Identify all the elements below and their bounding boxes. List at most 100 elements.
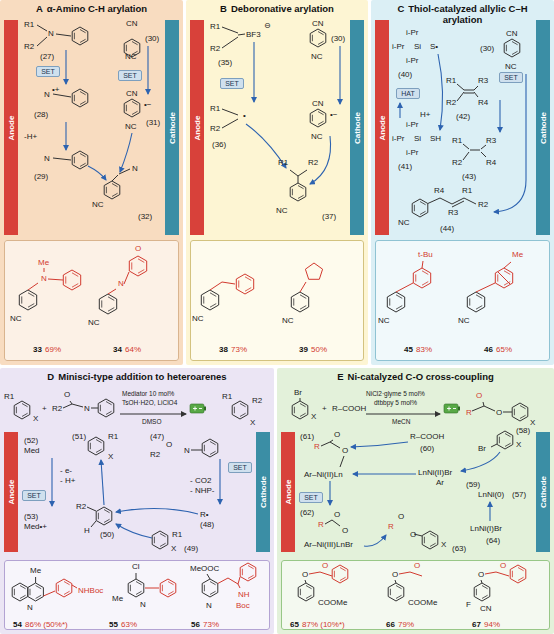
- compound-number: (43): [462, 172, 476, 181]
- chem-label: +: [42, 404, 47, 413]
- bond-line: [452, 198, 464, 204]
- chem-label: NiCl2·glyme 5 mol%: [366, 390, 425, 398]
- bond-line: [481, 152, 486, 157]
- reaction-arrow: [116, 508, 198, 514]
- chem-label: Ar: [436, 478, 444, 487]
- anode-bar: Anode: [375, 20, 389, 235]
- chem-label: - CO2: [190, 476, 211, 485]
- chem-label: O: [322, 561, 328, 570]
- electrode-label: Anode: [7, 480, 16, 505]
- double-bond: [520, 415, 526, 418]
- double-bond: [210, 304, 216, 308]
- double-bond: [132, 111, 138, 114]
- battery-icon: [444, 404, 458, 413]
- bond-line: [37, 37, 47, 46]
- double-bond: [248, 566, 254, 569]
- double-bond: [160, 543, 166, 546]
- compound-number: 55: [109, 620, 118, 629]
- bond-line: [63, 404, 72, 408]
- panel-ground: [0, 368, 274, 634]
- panel-ground: [371, 0, 554, 365]
- reaction-arrow: [329, 481, 330, 505]
- reaction-arrow: [101, 460, 104, 505]
- chem-label: i-Pr: [406, 148, 418, 157]
- panel-title: Thiol-catalyzed allylic C–H arylation: [408, 3, 527, 25]
- product-box: 6587% (10%*)6679%6794%: [281, 560, 550, 630]
- double-bond: [420, 202, 426, 205]
- benzene-ring: [332, 565, 348, 583]
- reaction-arrow: [65, 50, 66, 84]
- compound-number: (60): [420, 444, 434, 453]
- double-bond: [58, 585, 59, 591]
- step-label: SET: [504, 74, 518, 81]
- bond-line: [300, 282, 306, 292]
- panel-ground: [186, 0, 368, 365]
- double-bond: [64, 591, 70, 594]
- chem-label: N: [132, 164, 138, 173]
- chem-label: X: [516, 440, 521, 449]
- benzene-ring: [128, 579, 144, 597]
- compound-number: 34: [113, 345, 122, 354]
- electrode-label: Cathode: [259, 476, 268, 508]
- panel-ground: [0, 0, 183, 365]
- bond-line: [91, 521, 96, 527]
- double-bond: [422, 282, 428, 286]
- chem-label: TsOH·H2O, LiClO4: [122, 399, 177, 407]
- chem-label: F: [466, 600, 471, 609]
- step-box: SET: [22, 490, 46, 501]
- reaction-arrow: [351, 442, 408, 447]
- chem-label: i-Pr: [406, 56, 418, 65]
- chem-label: R2: [452, 158, 462, 167]
- product-ground: [375, 240, 550, 361]
- chem-label: R2: [252, 396, 262, 405]
- double-bond: [518, 577, 524, 580]
- double-bond: [505, 443, 511, 446]
- bond-line: [491, 444, 497, 447]
- chem-label: NC: [311, 132, 323, 141]
- reaction-arrow: [65, 122, 66, 150]
- benzene-ring: [413, 268, 430, 288]
- double-bond: [504, 271, 510, 275]
- benzene-ring: [12, 583, 28, 601]
- chem-label: LnNi(I)Br: [470, 524, 502, 533]
- double-bond: [29, 589, 30, 595]
- bond-line: [503, 412, 512, 413]
- chem-label: dtbbpy 5 mol%: [374, 399, 417, 407]
- compound-number: (40): [398, 70, 412, 79]
- chem-label: Ar–Ni(II)Ln: [304, 470, 343, 479]
- double-bond: [506, 45, 507, 51]
- double-bond: [28, 304, 34, 308]
- benzene-ring: [388, 583, 404, 601]
- compound-number: (27): [40, 52, 54, 61]
- chem-label: R–COOH: [332, 404, 366, 413]
- bond-line: [320, 572, 332, 576]
- benzene-ring: [310, 109, 326, 127]
- chem-label: O: [392, 570, 398, 579]
- chem-label: NC: [505, 62, 517, 71]
- bond-line: [91, 408, 98, 409]
- bond-line: [399, 572, 410, 574]
- electrode-label: Anode: [284, 480, 293, 505]
- chem-label: R2: [210, 44, 220, 53]
- bond-line: [48, 279, 63, 280]
- chem-label: R2: [76, 502, 86, 511]
- chem-label: O: [410, 530, 416, 539]
- chem-label: R: [388, 522, 394, 531]
- chem-label: NC: [378, 316, 390, 325]
- chem-label: R1: [452, 136, 462, 145]
- double-bond: [238, 280, 239, 287]
- benzene-ring: [98, 399, 114, 417]
- chem-label: R1: [278, 158, 288, 167]
- bond-line: [483, 402, 484, 406]
- double-bond: [72, 273, 78, 277]
- compound-number: (41): [398, 162, 412, 171]
- double-bond: [306, 586, 312, 589]
- double-bond: [420, 211, 426, 214]
- chem-label: CN: [480, 604, 492, 613]
- double-bond: [20, 586, 26, 589]
- double-bond: [389, 298, 390, 305]
- compound-number: 54: [13, 620, 22, 629]
- double-bond: [210, 451, 216, 454]
- yield-value: 87% (10%*): [302, 620, 345, 629]
- reaction-arrow: [364, 535, 386, 546]
